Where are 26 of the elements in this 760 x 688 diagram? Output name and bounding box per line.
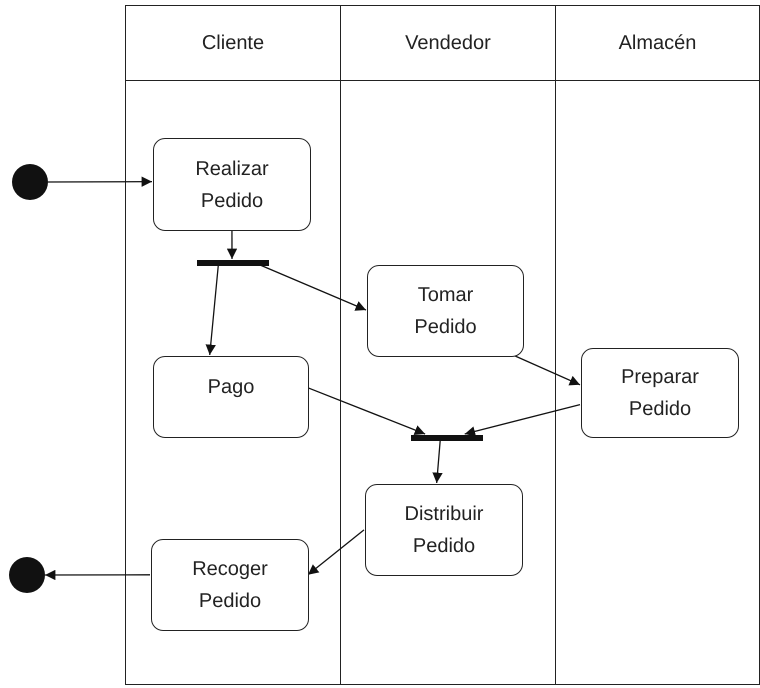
- activity-box: Recoger Pedido: [151, 539, 309, 631]
- arrow: [206, 264, 219, 356]
- swimlane: [555, 5, 760, 685]
- arrow: [308, 387, 426, 436]
- arrow: [514, 355, 580, 386]
- lane-header: Almacén: [556, 6, 759, 81]
- arrow: [308, 529, 364, 576]
- arrow: [226, 230, 238, 259]
- activity-box: Preparar Pedido: [581, 348, 739, 438]
- swimlane: [340, 5, 556, 685]
- sync-bar: [411, 435, 483, 441]
- arrow: [45, 570, 150, 580]
- activity-box: Tomar Pedido: [367, 265, 524, 357]
- start-end-dot: [9, 557, 45, 593]
- activity-box: Pago: [153, 356, 309, 438]
- activity-box: Distribuir Pedido: [365, 484, 523, 576]
- arrow: [48, 176, 152, 187]
- swimlane: [125, 5, 341, 685]
- sync-bar: [197, 260, 269, 266]
- start-end-dot: [12, 164, 48, 200]
- activity-box: Realizar Pedido: [153, 138, 311, 231]
- arrow: [432, 440, 443, 484]
- lane-header: Vendedor: [341, 6, 555, 81]
- arrow: [260, 264, 366, 311]
- arrow: [464, 404, 580, 436]
- lane-header: Cliente: [126, 6, 340, 81]
